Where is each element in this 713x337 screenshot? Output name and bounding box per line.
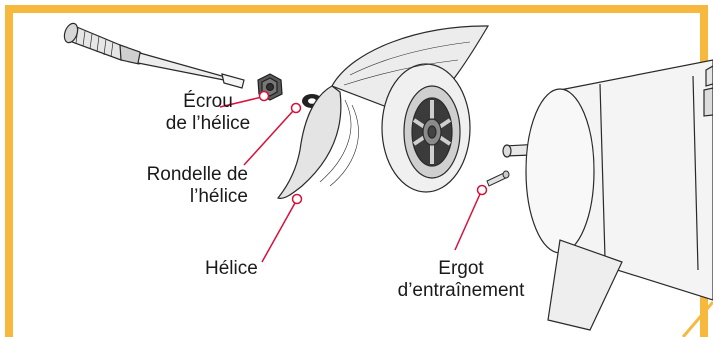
callout-dot-pin [478,186,487,195]
label-washer-line1: Rondelle de [108,164,248,186]
label-pin-line1: Ergot [386,258,536,280]
label-washer: Rondelle de l’hélice [108,164,248,208]
label-nut-line2: de l’hélice [148,113,268,135]
label-washer-line2: l’hélice [108,186,248,208]
screwdriver [62,22,244,88]
frame-corner-accent [683,302,713,337]
callout-dot-washer [292,104,301,113]
label-nut-line1: Écrou [148,91,268,113]
propeller [278,26,488,198]
label-pin-line2: d’entraînement [386,280,536,302]
callout-dot-propeller [293,195,302,204]
label-propeller: Hélice [205,258,258,280]
drive-pin [487,171,509,186]
label-nut: Écrou de l’hélice [148,91,268,135]
label-pin: Ergot d’entraînement [386,258,536,302]
